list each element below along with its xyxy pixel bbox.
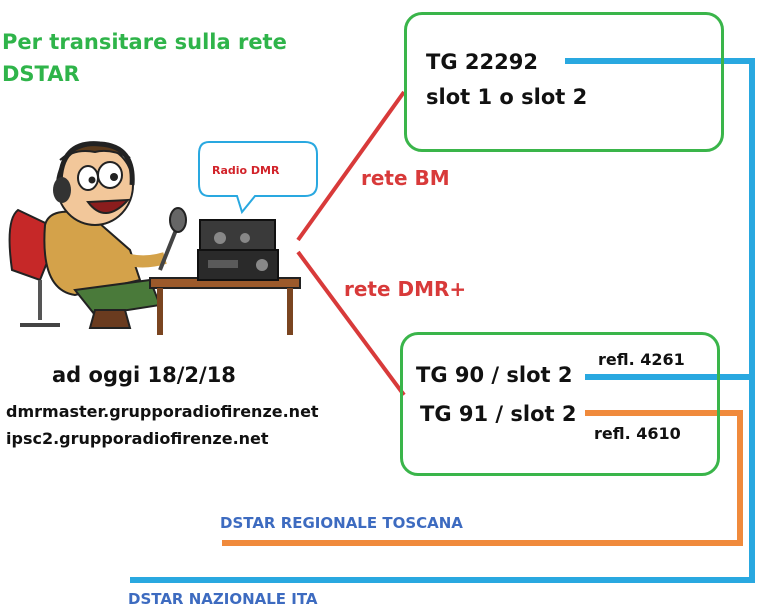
tg-90-label: TG 90 / slot 2 — [416, 363, 573, 387]
network-dmrplus-label: rete DMR+ — [344, 277, 467, 301]
dstar-national-label: DSTAR NAZIONALE ITA — [128, 590, 318, 608]
bm-link-line — [296, 90, 406, 242]
tg-box-top — [404, 12, 724, 152]
title-line-1: Per transitare sulla rete — [2, 30, 287, 54]
title-line-2: DSTAR — [2, 62, 80, 86]
radio-operator-cartoon-icon — [8, 141, 301, 335]
blue-line-tg22292 — [130, 58, 755, 583]
server-1-label: dmrmaster.grupporadiofirenze.net — [6, 402, 319, 421]
speech-bubble-icon — [198, 141, 318, 215]
orange-line-tg91 — [222, 410, 743, 546]
dmrplus-link-line — [296, 250, 406, 397]
tg-box-bottom — [400, 332, 720, 476]
refl-4261-label: refl. 4261 — [598, 350, 685, 369]
tg-91-label: TG 91 / slot 2 — [420, 402, 577, 426]
dstar-regional-label: DSTAR REGIONALE TOSCANA — [220, 514, 463, 532]
slot-label-top: slot 1 o slot 2 — [426, 85, 588, 109]
date-label: ad oggi 18/2/18 — [52, 363, 236, 387]
bubble-label: Radio DMR — [212, 164, 280, 177]
server-2-label: ipsc2.grupporadiofirenze.net — [6, 429, 269, 448]
network-bm-label: rete BM — [361, 166, 450, 190]
refl-4610-label: refl. 4610 — [594, 424, 681, 443]
tg-22292-label: TG 22292 — [426, 50, 538, 74]
